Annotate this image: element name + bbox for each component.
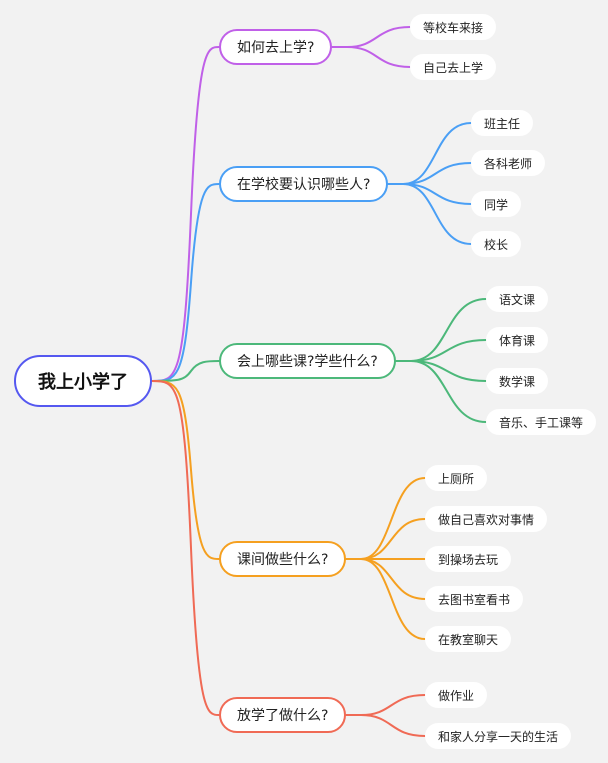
root-branch-link bbox=[151, 360, 220, 382]
leaf-node[interactable]: 到操场去玩 bbox=[425, 546, 512, 572]
root-node[interactable]: 我上小学了 bbox=[14, 355, 152, 407]
leaf-node[interactable]: 和家人分享一天的生活 bbox=[425, 723, 572, 749]
branch-leaf-link bbox=[395, 360, 487, 382]
branch-node[interactable]: 会上哪些课?学些什么? bbox=[219, 343, 396, 379]
leaf-node[interactable]: 自己去上学 bbox=[410, 54, 497, 80]
leaf-node[interactable]: 做自己喜欢对事情 bbox=[425, 506, 548, 532]
leaf-node[interactable]: 等校车来接 bbox=[410, 14, 497, 40]
leaf-node[interactable]: 去图书室看书 bbox=[425, 586, 524, 612]
branch-node[interactable]: 放学了做什么? bbox=[219, 697, 347, 733]
leaf-node[interactable]: 音乐、手工课等 bbox=[486, 409, 597, 435]
leaf-node[interactable]: 在教室聊天 bbox=[425, 626, 512, 652]
branch-leaf-link bbox=[345, 714, 426, 737]
leaf-node[interactable]: 语文课 bbox=[486, 286, 549, 312]
branch-node[interactable]: 如何去上学? bbox=[219, 29, 333, 65]
branch-leaf-link bbox=[345, 558, 426, 600]
branch-leaf-link bbox=[395, 339, 487, 362]
leaf-node[interactable]: 各科老师 bbox=[471, 150, 546, 176]
branch-leaf-link bbox=[345, 694, 426, 716]
branch-leaf-link bbox=[345, 518, 426, 560]
leaf-node[interactable]: 上厕所 bbox=[425, 465, 488, 491]
branch-leaf-link bbox=[345, 558, 426, 640]
root-branch-link bbox=[151, 46, 220, 382]
branch-leaf-link bbox=[387, 183, 472, 245]
root-branch-link bbox=[151, 380, 220, 560]
leaf-node[interactable]: 数学课 bbox=[486, 368, 549, 394]
leaf-node[interactable]: 体育课 bbox=[486, 327, 549, 353]
root-branch-link bbox=[151, 380, 220, 716]
leaf-node[interactable]: 做作业 bbox=[425, 682, 488, 708]
branch-node[interactable]: 课间做些什么? bbox=[219, 541, 347, 577]
leaf-node[interactable]: 同学 bbox=[471, 191, 522, 217]
root-branch-link bbox=[151, 183, 220, 382]
branch-leaf-link bbox=[331, 46, 411, 68]
branch-leaf-link bbox=[395, 360, 487, 423]
branch-node[interactable]: 在学校要认识哪些人? bbox=[219, 166, 389, 202]
branch-leaf-link bbox=[331, 26, 411, 48]
branch-leaf-link bbox=[395, 298, 487, 362]
leaf-node[interactable]: 班主任 bbox=[471, 110, 534, 136]
branch-leaf-link bbox=[387, 183, 472, 205]
leaf-node[interactable]: 校长 bbox=[471, 231, 522, 257]
branch-leaf-link bbox=[387, 122, 472, 185]
